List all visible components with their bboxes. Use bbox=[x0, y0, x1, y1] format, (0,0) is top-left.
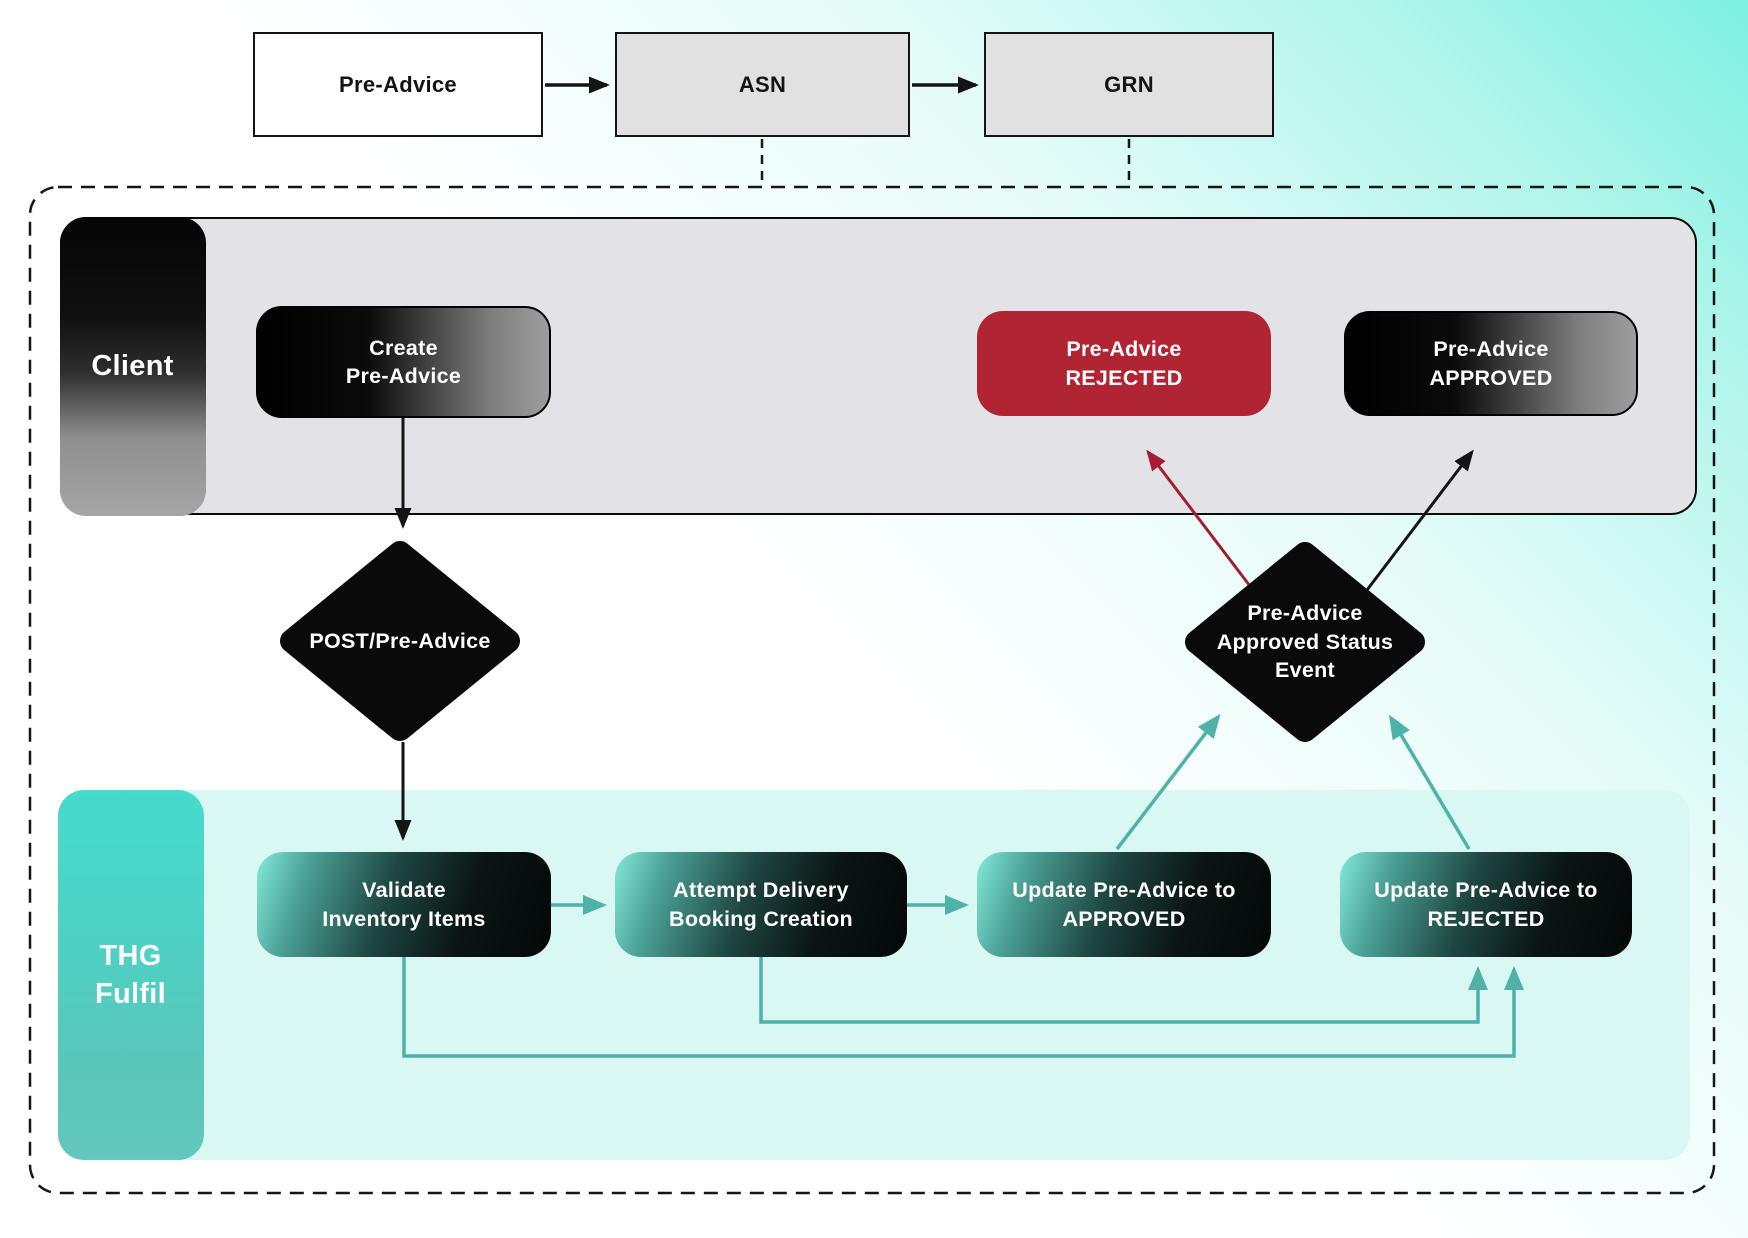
diamond-shape bbox=[1185, 542, 1425, 742]
client-lane-label: Client bbox=[91, 349, 174, 382]
attempt-delivery-booking-label: Attempt Delivery Booking Creation bbox=[669, 878, 853, 931]
preadvice-rejected-node: Pre-Advice REJECTED bbox=[977, 311, 1271, 416]
thg-fulfil-lane-tab: THG Fulfil bbox=[57, 790, 204, 1160]
update-preadvice-rejected-label: Update Pre-Advice to REJECTED bbox=[1374, 878, 1598, 931]
post-preadvice-label: POST/Pre-Advice bbox=[309, 628, 491, 653]
preadvice-box: Pre-Advice bbox=[253, 32, 543, 137]
arrow-update-rejected-to-status bbox=[1388, 714, 1471, 850]
thg-fulfil-lane-label: THG Fulfil bbox=[94, 939, 167, 1010]
dashed-boundary bbox=[28, 185, 1716, 1195]
validate-inventory-label: Validate Inventory Items bbox=[322, 878, 486, 931]
asn-box-label: ASN bbox=[738, 71, 787, 97]
feedback-validate-to-update-rejected bbox=[402, 957, 1524, 1058]
feedback-attempt-to-update-rejected bbox=[759, 957, 1488, 1024]
arrow-update-approved-to-status bbox=[1115, 713, 1221, 851]
post-preadvice-decision: POST/Pre-Advice bbox=[270, 531, 530, 751]
create-preadvice-label: Create Pre-Advice bbox=[345, 335, 462, 388]
preadvice-box-label: Pre-Advice bbox=[339, 71, 457, 97]
asn-box: ASN bbox=[615, 32, 910, 137]
thg-fulfil-lane: THG Fulfil bbox=[57, 790, 1690, 1160]
diamond-shape bbox=[280, 541, 520, 741]
arrow-status-to-approved bbox=[1365, 449, 1474, 591]
approved-status-event-decision: Pre-Advice Approved Status Event bbox=[1175, 532, 1435, 752]
update-preadvice-approved-node: Update Pre-Advice to APPROVED bbox=[977, 852, 1271, 957]
client-lane-tab: Client bbox=[59, 216, 206, 516]
grn-box: GRN bbox=[984, 32, 1274, 137]
attempt-delivery-booking-node: Attempt Delivery Booking Creation bbox=[615, 852, 907, 957]
arrow-status-to-rejected bbox=[1146, 449, 1255, 591]
validate-inventory-node: Validate Inventory Items bbox=[257, 852, 551, 957]
preadvice-approved-label: Pre-Advice APPROVED bbox=[1429, 337, 1553, 390]
preadvice-approved-node: Pre-Advice APPROVED bbox=[1344, 311, 1638, 416]
approved-status-event-label: Pre-Advice Approved Status Event bbox=[1216, 601, 1394, 683]
create-preadvice-node: Create Pre-Advice bbox=[256, 306, 551, 418]
update-preadvice-approved-label: Update Pre-Advice to APPROVED bbox=[1012, 878, 1236, 931]
preadvice-rejected-label: Pre-Advice REJECTED bbox=[1065, 337, 1183, 390]
grn-box-label: GRN bbox=[1104, 71, 1154, 97]
update-preadvice-rejected-node: Update Pre-Advice to REJECTED bbox=[1340, 852, 1632, 957]
